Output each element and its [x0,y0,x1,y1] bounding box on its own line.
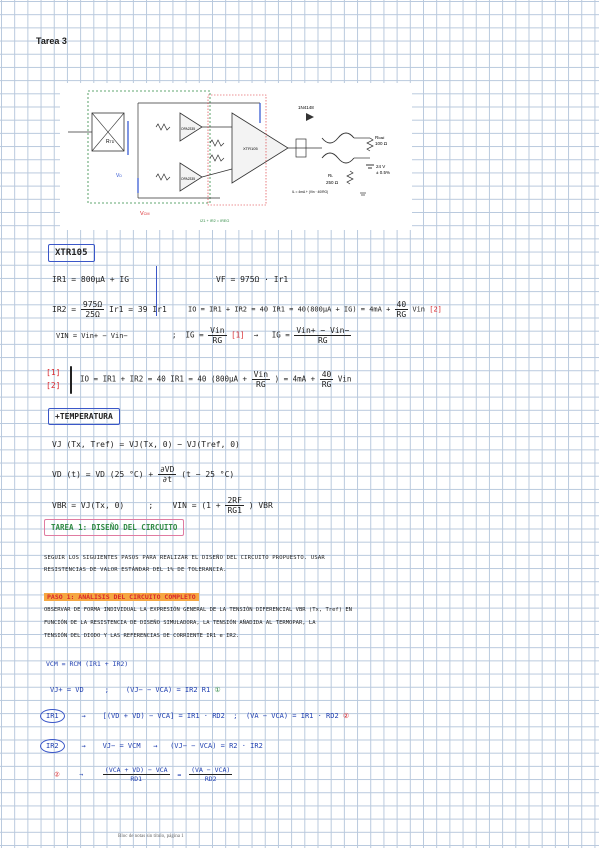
eq-io: IO = IR1 + IR2 = 40 IR1 = 40(800μA + IG)… [188,300,442,319]
eq-vd: VD (t) = VD (25 °C) + ∂VD∂t (t − 25 °C) [52,465,235,484]
step1-heading: PASO 1: ANÁLISIS DEL CIRCUITO COMPLETO [44,593,199,601]
ref-2: [2] [46,381,61,390]
brace [70,366,72,394]
opamp-1-label: OPA2335 [181,127,195,131]
xtr105-chip [231,112,289,184]
opamp-1 [179,112,203,142]
eq-vin: VIN = Vin+ − Vin− [56,332,128,340]
task-heading: TAREA 1: DISEÑO DEL CIRCUITO [44,519,185,536]
step1-line-2: FUNCIÓN DE LA RESISTENCIA DE DISEÑO SIMU… [44,620,316,626]
task-line-2: RESISTENCIAS DE VALOR ESTÁNDAR DEL 1% DE… [44,567,227,573]
task-line-1: SEGUIR LOS SIGUIENTES PASOS PARA REALIZA… [44,555,325,561]
reference-markers: [1] [2] [46,366,60,392]
eq-vcm: VCM = RCM (IR1 + IR2) [46,660,129,668]
xtr105-heading: XTR105 [48,244,95,262]
supply-tolerance: ± 0.5% [376,170,390,175]
ref-1: [1] [46,368,61,377]
eq-vj: VJ (Tx, Tref) = VJ(Tx, 0) − VJ(Tref, 0) [52,440,240,449]
circuit-diagram: RTD VD OPA2335 OPA2335 XTR105 [60,83,412,230]
il-formula: IL = 4mA + (Vin · 40/RG) [292,190,328,194]
opamp-2-label: OPA2335 [181,177,195,181]
eq-ir1: IR1 = 800μA + IG [52,275,130,284]
circuit-schematic: RTD VD OPA2335 OPA2335 XTR105 [68,90,390,223]
page-title: Tarea 3 [36,36,67,46]
vertical-divider [156,266,157,316]
rl-label: RL [328,173,333,178]
eq-io-expanded: IO = IR1 + IR2 = 40 IR1 = 40 (800μA + Vi… [80,370,352,389]
opamp-2 [179,162,203,192]
vd-label: VD [116,173,122,179]
rload-value: 100 Ω [375,141,388,146]
diode-label: 1N4148 [298,105,314,110]
vcm-label: VCM [140,211,150,217]
eq-ir1-branch: IR1 → [(VD + VD) − VCA] = IR1 · RD2 ; (V… [40,709,349,723]
eq-vj-plus: VJ+ = VD ; (VJ− − VCA) = IR2 R1 ① [50,686,221,694]
step1-line-3: TENSIÓN DEL DIODO Y LAS REFERENCIAS DE C… [44,633,240,639]
temperature-heading: +TEMPERATURA [48,408,120,425]
eq-vf: VF = 975Ω · Ir1 [216,275,289,284]
supply-voltage: 24 V [376,164,385,169]
step1-line-1: OBSERVAR DE FORMA INDIVIDUAL LA EXPRESIÓ… [44,607,352,613]
rtd-label: RTD [106,139,115,145]
eq-ir2-branch: IR2 → VJ− = VCM → (VJ− − VCA) = R2 · IR2 [40,739,263,753]
xtr105-label: XTR105 [243,146,258,151]
page-footer: Bloc de notas sin título, página 1 [118,834,184,839]
rload-label: Rload [375,135,385,140]
bottom-current-formula: IZ1 + IR2 = IREG [200,219,229,223]
green-boundary [87,90,211,204]
diode-symbol [306,113,314,121]
rl-value: 250 Ω [326,180,339,185]
